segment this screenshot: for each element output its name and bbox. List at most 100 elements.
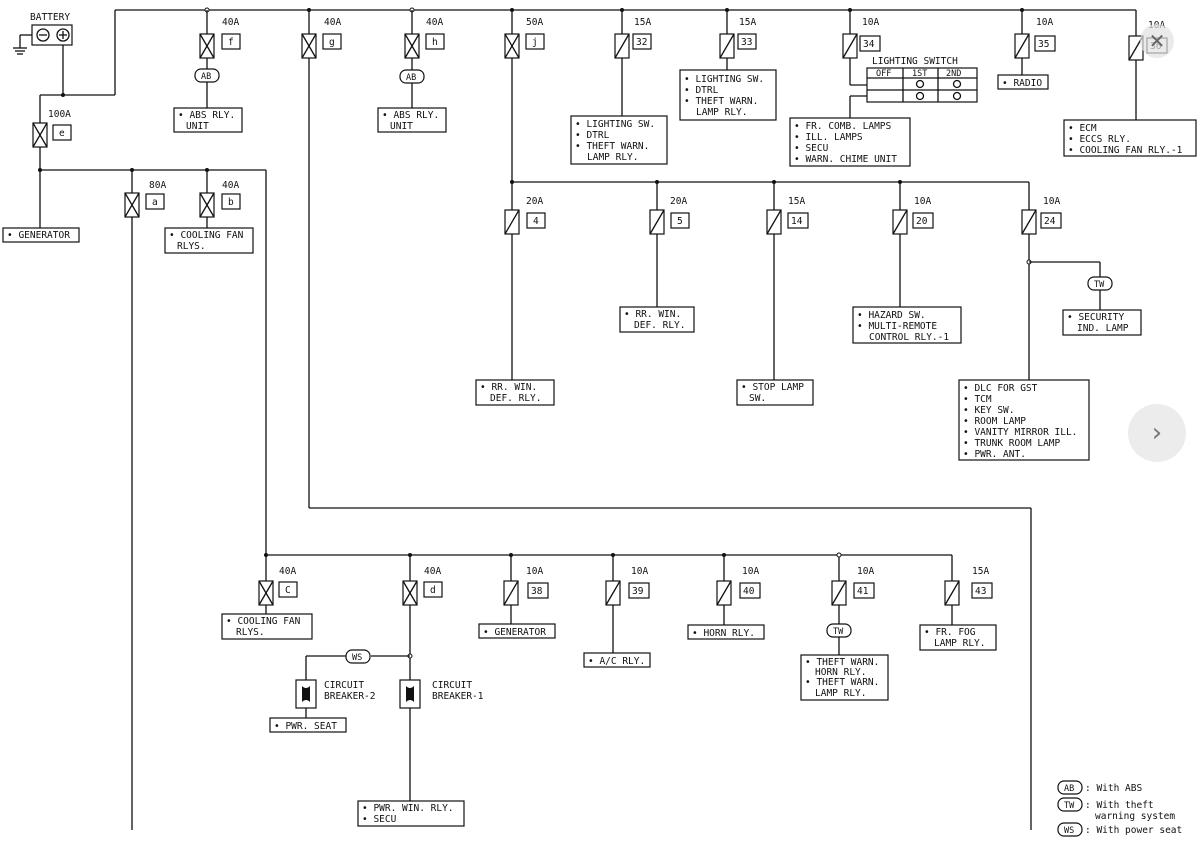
svg-text:• ABS RLY.: • ABS RLY. (382, 110, 439, 121)
load-fuse-14 (736, 379, 814, 406)
svg-text:• SECU: • SECU (362, 814, 397, 825)
svg-text:• GENERATOR: • GENERATOR (483, 627, 546, 638)
svg-text:10A: 10A (526, 566, 543, 577)
link-e-rating: 100A (48, 109, 71, 120)
load-fuse-35 (997, 74, 1049, 90)
load-fog-lamp (919, 624, 997, 651)
svg-text:g: g (329, 37, 335, 48)
svg-text:• PWR. WIN. RLY.: • PWR. WIN. RLY. (362, 803, 454, 814)
load-fuse-41 (800, 654, 889, 701)
load-generator-38 (478, 623, 556, 639)
svg-text:• ABS RLY.: • ABS RLY. (178, 110, 235, 121)
svg-text:39: 39 (632, 586, 644, 597)
svg-text:1ST: 1ST (912, 69, 927, 79)
svg-text:• THEFT WARN.: • THEFT WARN. (575, 141, 649, 152)
svg-text:CIRCUIT: CIRCUIT (432, 680, 472, 691)
svg-text:• RADIO: • RADIO (1002, 78, 1042, 89)
svg-text:32: 32 (636, 37, 647, 48)
svg-text:• ROOM LAMP: • ROOM LAMP (963, 416, 1026, 427)
svg-text:DEF. RLY.: DEF. RLY. (634, 320, 685, 331)
svg-text:• WARN. CHIME UNIT: • WARN. CHIME UNIT (794, 154, 897, 165)
svg-text:• GENERATOR: • GENERATOR (7, 230, 70, 241)
svg-text:34: 34 (863, 39, 875, 50)
svg-text:• RR. WIN.: • RR. WIN. (480, 382, 537, 393)
svg-text:15A: 15A (972, 566, 989, 577)
svg-text:• DLC FOR GST: • DLC FOR GST (963, 383, 1038, 394)
svg-text:• DTRL: • DTRL (575, 130, 610, 141)
load-generator-top (2, 227, 80, 243)
load-abs-f (173, 107, 243, 133)
svg-text:LAMP RLY.: LAMP RLY. (587, 152, 638, 163)
svg-text:40A: 40A (222, 180, 239, 191)
load-security-ind (1062, 309, 1142, 336)
svg-text:20: 20 (916, 216, 928, 227)
svg-text:• HAZARD SW.: • HAZARD SW. (857, 310, 926, 321)
svg-text:• SECU: • SECU (794, 143, 829, 154)
svg-text:IND. LAMP: IND. LAMP (1077, 323, 1129, 334)
load-fuse-20 (852, 306, 962, 344)
svg-text:• PWR. ANT.: • PWR. ANT. (963, 449, 1026, 460)
svg-text:CONTROL RLY.-1: CONTROL RLY.-1 (869, 332, 949, 343)
tag-ab-h: AB (406, 73, 416, 83)
battery-label: BATTERY (30, 12, 70, 23)
load-pwr-seat (269, 717, 347, 733)
svg-text:UNIT: UNIT (390, 121, 413, 132)
svg-text:10A: 10A (1036, 17, 1053, 28)
svg-text:• VANITY MIRROR ILL.: • VANITY MIRROR ILL. (963, 427, 1077, 438)
load-fuse-4 (475, 379, 555, 406)
svg-text:• RR. WIN.: • RR. WIN. (624, 309, 681, 320)
load-pwr-win (357, 800, 465, 827)
svg-text:15A: 15A (788, 196, 805, 207)
svg-text:• THEFT WARN.: • THEFT WARN. (805, 677, 879, 688)
svg-text:4: 4 (533, 216, 539, 227)
svg-text:20A: 20A (526, 196, 543, 207)
lighting-switch-table (866, 67, 978, 103)
next-arrow-icon[interactable]: › (1128, 404, 1186, 462)
svg-text:40A: 40A (279, 566, 296, 577)
svg-text:80A: 80A (149, 180, 166, 191)
svg-text:• HORN RLY.: • HORN RLY. (692, 628, 755, 639)
svg-text:• SECURITY: • SECURITY (1067, 312, 1124, 323)
svg-text:b: b (228, 197, 234, 208)
svg-text:• KEY SW.: • KEY SW. (963, 405, 1014, 416)
svg-text:: With theft: : With theft (1085, 800, 1154, 811)
tag-ab-f: AB (201, 72, 211, 82)
svg-text:AB: AB (1064, 784, 1074, 794)
svg-text:10A: 10A (742, 566, 759, 577)
svg-text:10A: 10A (914, 196, 931, 207)
svg-text:• PWR. SEAT: • PWR. SEAT (274, 721, 337, 732)
svg-text:15A: 15A (634, 17, 651, 28)
svg-text:40: 40 (743, 586, 755, 597)
svg-text:• LIGHTING SW.: • LIGHTING SW. (684, 74, 764, 85)
svg-text:• A/C RLY.: • A/C RLY. (588, 656, 645, 667)
svg-text:RLYS.: RLYS. (177, 241, 206, 252)
svg-text:HORN RLY.: HORN RLY. (815, 667, 866, 678)
svg-text:TW: TW (1064, 801, 1075, 811)
tag-tw-41: TW (833, 627, 844, 637)
svg-text:C: C (285, 585, 291, 596)
svg-text:• COOLING FAN: • COOLING FAN (169, 230, 244, 241)
svg-text:WS: WS (1064, 826, 1074, 836)
svg-text:• LIGHTING SW.: • LIGHTING SW. (575, 119, 655, 130)
svg-text:• COOLING FAN RLY.-1: • COOLING FAN RLY.-1 (1068, 145, 1183, 156)
svg-text:• THEFT WARN.: • THEFT WARN. (805, 657, 879, 668)
load-fuse-34 (789, 117, 911, 167)
load-ac-rly (583, 652, 651, 668)
svg-text:40A: 40A (324, 17, 341, 28)
svg-text:10A: 10A (1043, 196, 1060, 207)
svg-text:40A: 40A (424, 566, 441, 577)
svg-text:5: 5 (677, 216, 683, 227)
close-icon[interactable]: ✕ (1140, 24, 1174, 58)
load-horn-rly (687, 624, 765, 640)
load-fuse-32 (570, 115, 668, 165)
svg-text:• FR. COMB. LAMPS: • FR. COMB. LAMPS (794, 121, 892, 132)
svg-text:10A: 10A (857, 566, 874, 577)
svg-text:d: d (430, 585, 436, 596)
svg-text:38: 38 (531, 586, 543, 597)
load-cooling-fan-b (164, 227, 254, 254)
svg-text:40A: 40A (426, 17, 443, 28)
svg-text:35: 35 (1038, 39, 1049, 50)
svg-text:: With power seat: : With power seat (1085, 825, 1182, 836)
svg-text:LAMP RLY.: LAMP RLY. (934, 638, 985, 649)
